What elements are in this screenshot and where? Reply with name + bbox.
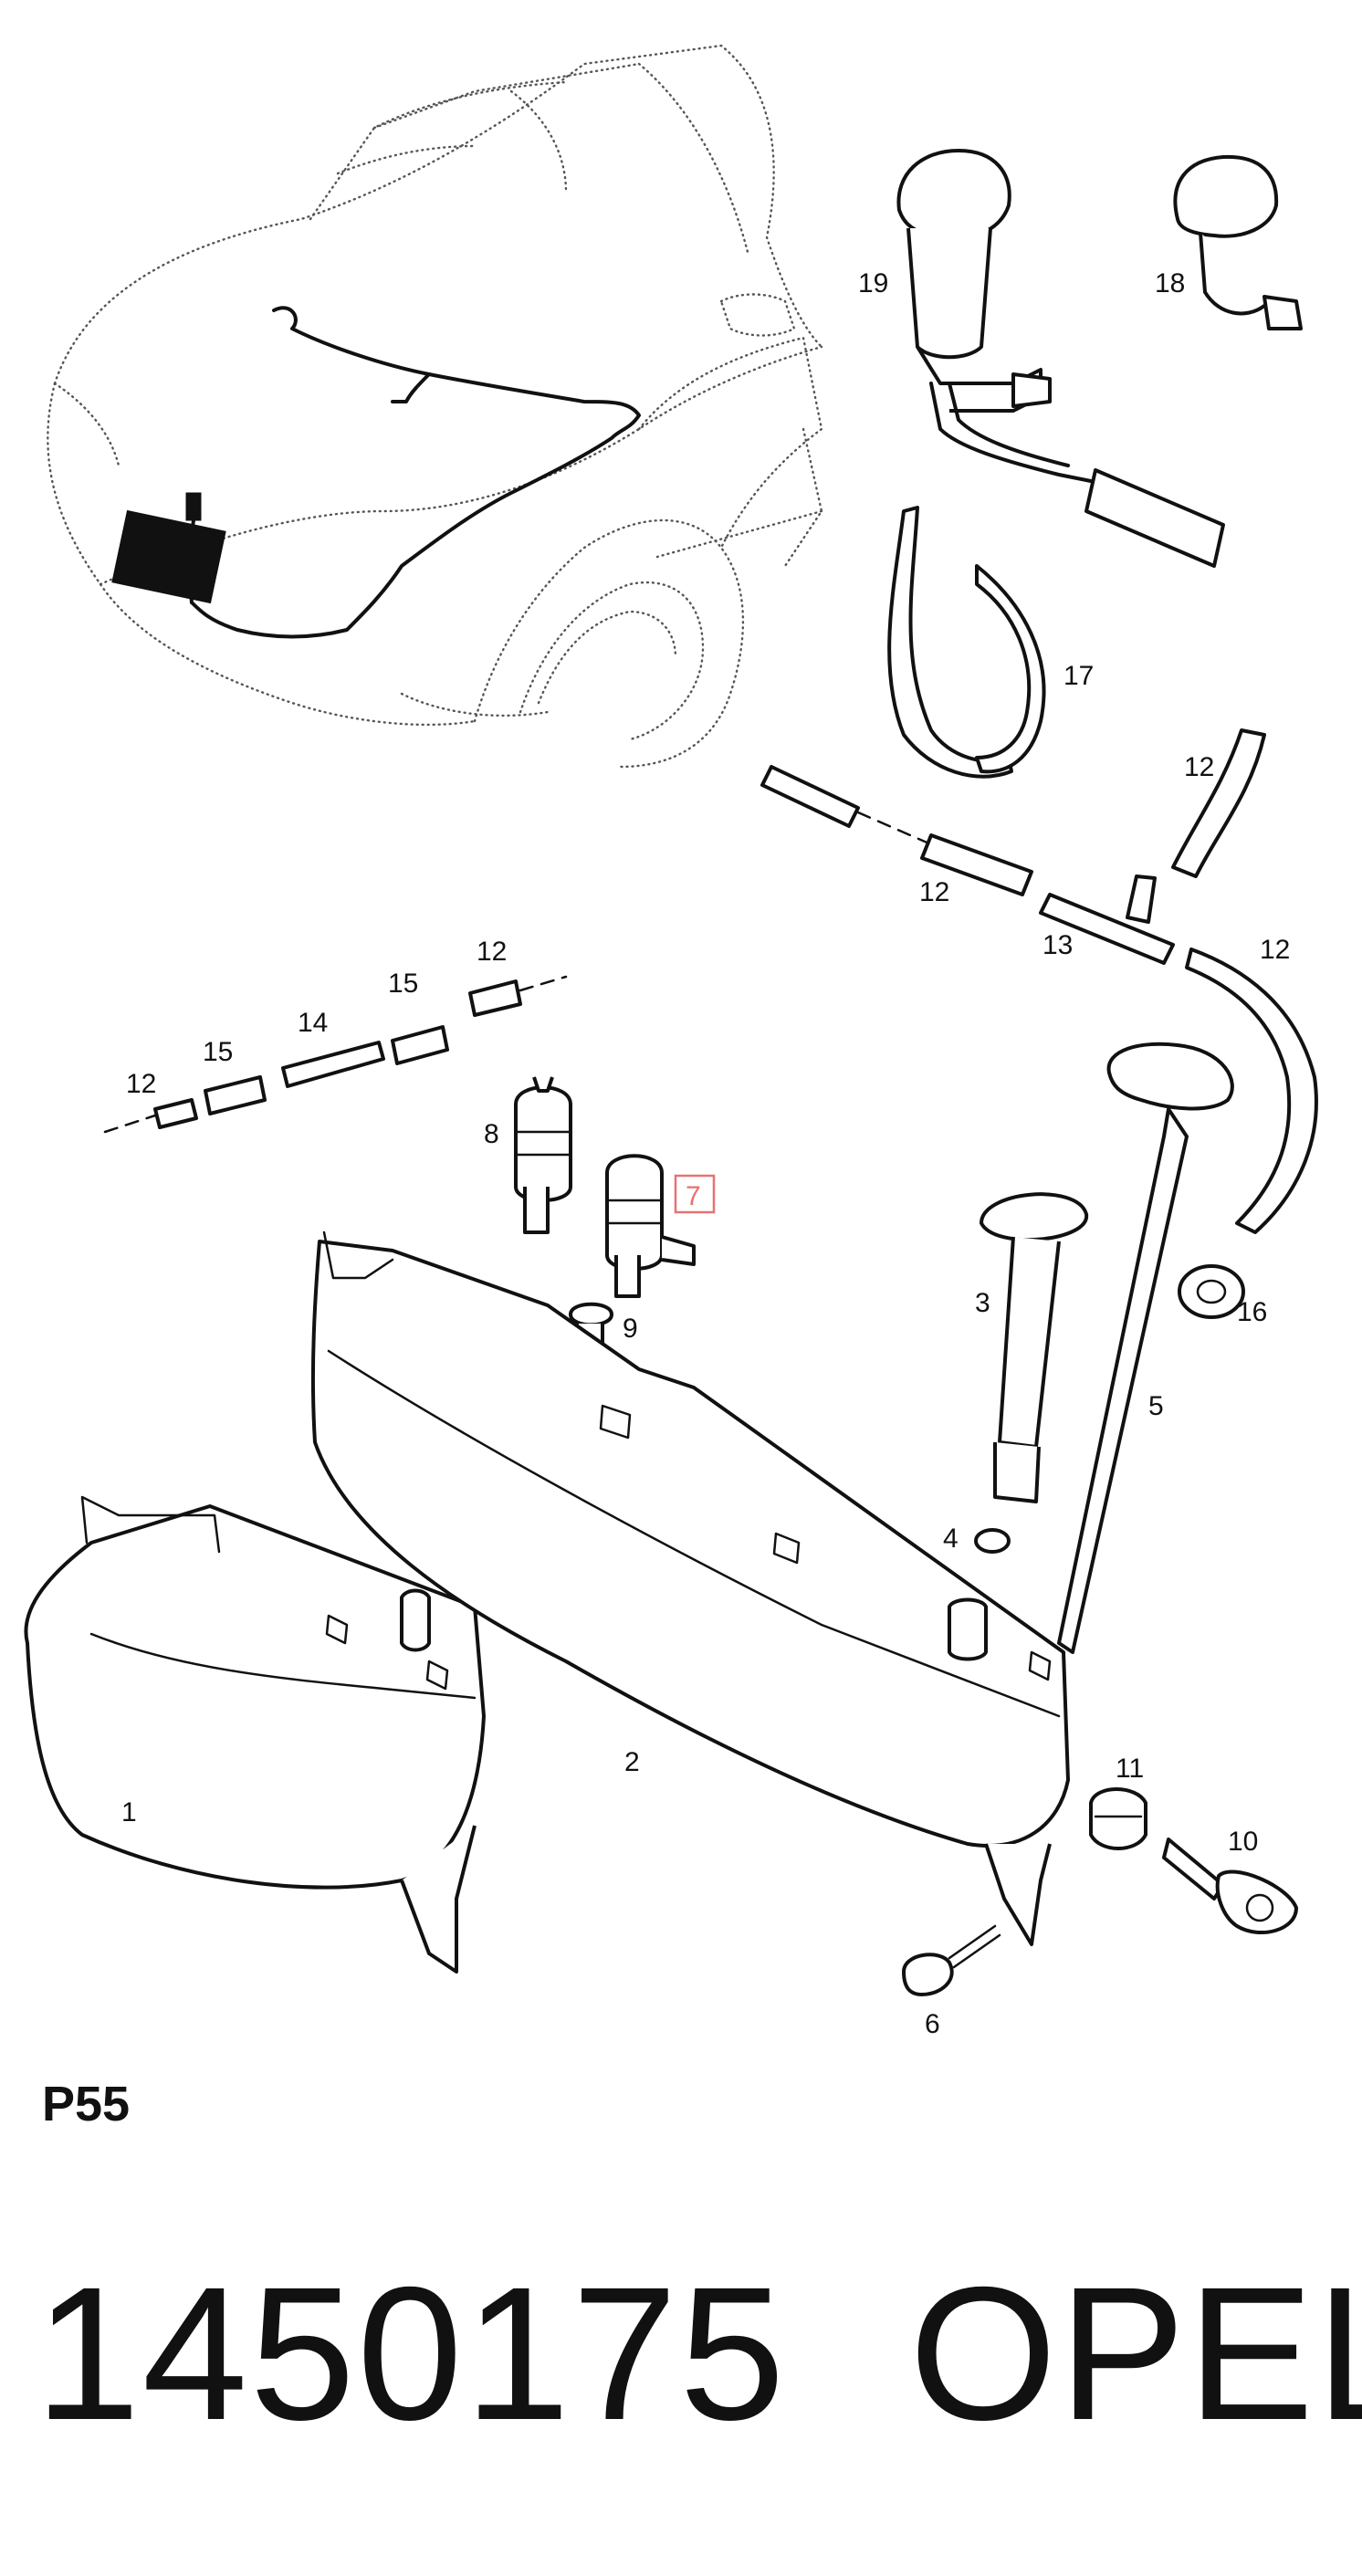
callout-labels: 1 2 3 4 5 6 7 8 9 10 11 12 12 12 12 12 1… xyxy=(121,268,1290,2039)
callout-8: 8 xyxy=(484,1119,499,1149)
callout-4: 4 xyxy=(943,1524,959,1554)
callout-19: 19 xyxy=(858,268,888,298)
hoses-right xyxy=(760,728,1318,1234)
callout-12e: 12 xyxy=(126,1069,156,1099)
section-code: P55 xyxy=(42,2077,131,2131)
callout-11: 11 xyxy=(1116,1754,1144,1784)
callout-6: 6 xyxy=(925,2009,940,2039)
callout-2: 2 xyxy=(624,1747,640,1777)
callout-12c: 12 xyxy=(1260,935,1290,965)
car-outline xyxy=(47,44,823,769)
part-2-reservoir xyxy=(310,1230,1070,1946)
callout-10: 10 xyxy=(1228,1827,1258,1857)
callout-9: 9 xyxy=(623,1314,638,1344)
callout-12a: 12 xyxy=(1184,752,1214,782)
part-3-filler-neck xyxy=(980,1192,1089,1503)
callout-13: 13 xyxy=(1042,930,1073,960)
callout-18: 18 xyxy=(1155,268,1185,298)
callout-7: 7 xyxy=(686,1181,701,1211)
callout-5: 5 xyxy=(1148,1391,1164,1421)
part-8-pump xyxy=(514,1076,572,1234)
part-7-pump xyxy=(605,1154,696,1298)
part-10-connector xyxy=(1162,1838,1298,1935)
callout-14: 14 xyxy=(298,1008,328,1038)
part-number: 1450175 xyxy=(35,2248,787,2460)
hoses-left xyxy=(103,975,568,1134)
callout-15a: 15 xyxy=(203,1037,233,1067)
brand-name: OPEL xyxy=(909,2248,1362,2460)
callout-1: 1 xyxy=(121,1797,137,1827)
part-19-nozzle xyxy=(896,149,1225,568)
callout-12d: 12 xyxy=(477,937,507,967)
part-17-strap xyxy=(887,506,1046,779)
callout-7-highlight xyxy=(674,1174,716,1214)
callout-3: 3 xyxy=(975,1288,990,1318)
part-11-clip xyxy=(1089,1787,1147,1850)
part-1-reservoir xyxy=(24,1495,486,1974)
callout-16: 16 xyxy=(1237,1297,1267,1327)
part-6-screw xyxy=(902,1924,1001,1996)
wiring-harness xyxy=(111,306,641,639)
part-16-grommet xyxy=(1178,1264,1245,1319)
part-18-nozzle xyxy=(1173,154,1303,330)
callout-17: 17 xyxy=(1063,661,1094,691)
part-5-sensor xyxy=(1057,1042,1234,1654)
callout-12b: 12 xyxy=(919,877,949,907)
callout-15b: 15 xyxy=(388,969,418,999)
part-4-seal xyxy=(974,1528,1011,1554)
